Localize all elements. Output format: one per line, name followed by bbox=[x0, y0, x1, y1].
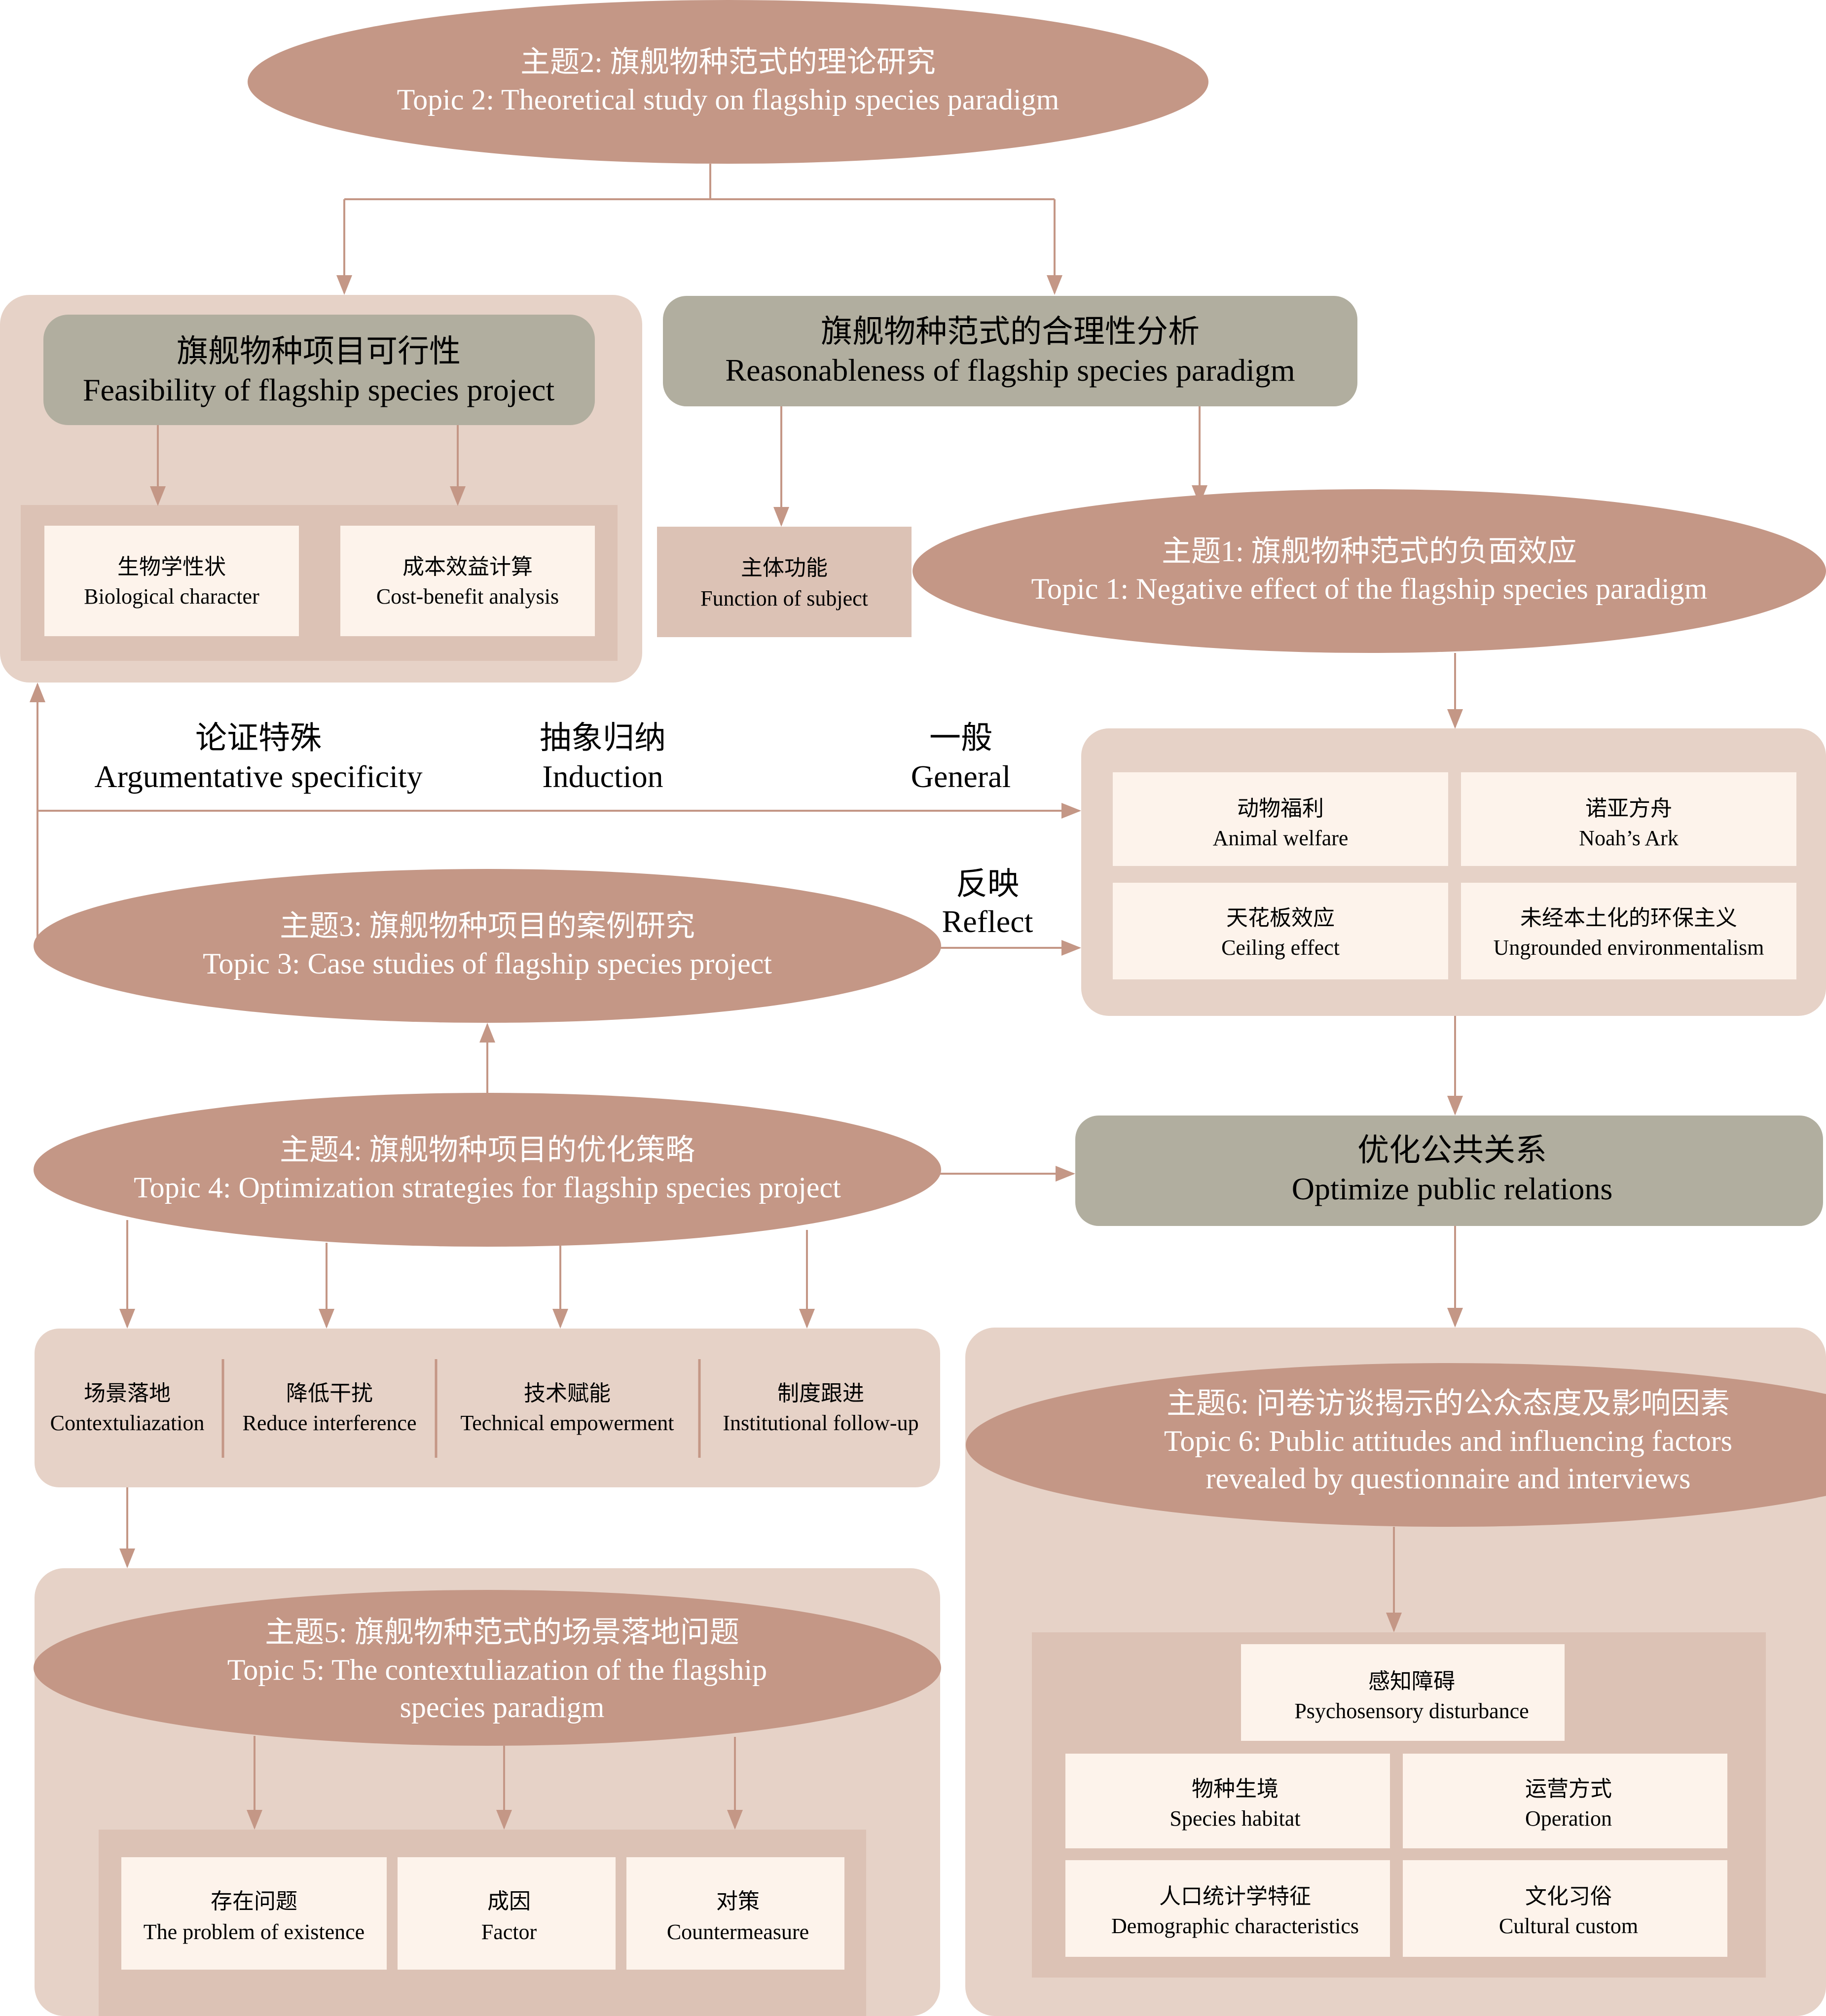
argumentative-en: Argumentative specificity bbox=[94, 759, 422, 794]
ungrounded-zh: 未经本土化的环保主义 bbox=[1520, 906, 1737, 930]
contextualization-en: Contextuliazation bbox=[50, 1411, 205, 1435]
psychosensory-zh: 感知障碍 bbox=[1368, 1669, 1455, 1693]
topic6-en-line2: revealed by questionnaire and interviews bbox=[1206, 1462, 1691, 1495]
cost-benefit-box bbox=[340, 526, 595, 636]
topic5-en-line2: species paradigm bbox=[400, 1691, 605, 1724]
biological-character-box bbox=[44, 526, 299, 636]
contextualization-zh: 场景落地 bbox=[84, 1381, 171, 1405]
species-habitat-box bbox=[1065, 1754, 1390, 1848]
animal-welfare-zh: 动物福利 bbox=[1237, 796, 1324, 821]
noahs-ark-zh: 诺亚方舟 bbox=[1585, 796, 1672, 821]
reasonableness-en: Reasonableness of flagship species parad… bbox=[725, 353, 1295, 388]
problem-existence-zh: 存在问题 bbox=[211, 1889, 297, 1913]
factor-zh: 成因 bbox=[487, 1889, 531, 1913]
function-subject-zh: 主体功能 bbox=[741, 556, 828, 580]
optimize-pr-en: Optimize public relations bbox=[1292, 1171, 1613, 1206]
topic1-ellipse bbox=[913, 489, 1826, 653]
topic3-ellipse bbox=[34, 869, 941, 1023]
ungrounded-en: Ungrounded environmentalism bbox=[1494, 936, 1764, 960]
ceiling-effect-box bbox=[1113, 883, 1448, 979]
biological-en: Biological character bbox=[84, 584, 259, 609]
technical-empowerment-en: Technical empowerment bbox=[460, 1411, 674, 1435]
reasonableness-box bbox=[663, 296, 1357, 406]
reduce-interference-en: Reduce interference bbox=[243, 1411, 417, 1435]
topic6-en-line1: Topic 6: Public attitudes and influencin… bbox=[1164, 1425, 1732, 1457]
optimize-pr-zh: 优化公共关系 bbox=[1357, 1133, 1547, 1168]
topic1-zh: 主题1: 旗舰物种范式的负面效应 bbox=[1162, 535, 1577, 568]
reasonableness-zh: 旗舰物种范式的合理性分析 bbox=[821, 314, 1200, 349]
psychosensory-en: Psychosensory disturbance bbox=[1294, 1699, 1529, 1723]
institutional-followup-zh: 制度跟进 bbox=[777, 1381, 864, 1405]
noahs-ark-box bbox=[1461, 772, 1796, 866]
animal-welfare-en: Animal welfare bbox=[1213, 826, 1349, 850]
induction-zh: 抽象归纳 bbox=[540, 720, 666, 756]
topic6-zh: 主题6: 问卷访谈揭示的公众态度及影响因素 bbox=[1167, 1387, 1730, 1420]
cost-benefit-en: Cost-benefit analysis bbox=[376, 584, 559, 609]
topic4-ellipse bbox=[34, 1093, 941, 1247]
feasibility-title-en: Feasibility of flagship species project bbox=[83, 372, 554, 407]
topic5-en-line1: Topic 5: The contextuliazation of the fl… bbox=[227, 1654, 767, 1686]
topic4-zh: 主题4: 旗舰物种项目的优化策略 bbox=[280, 1134, 695, 1166]
general-zh: 一般 bbox=[929, 720, 992, 756]
cultural-custom-zh: 文化习俗 bbox=[1525, 1884, 1612, 1908]
institutional-followup-en: Institutional follow-up bbox=[723, 1411, 918, 1435]
optimize-pr-box bbox=[1075, 1116, 1823, 1226]
topic6-ellipse bbox=[966, 1363, 1826, 1527]
noahs-ark-en: Noah’s Ark bbox=[1579, 826, 1679, 850]
demographic-zh: 人口统计学特征 bbox=[1159, 1884, 1311, 1908]
topic2-ellipse bbox=[248, 0, 1208, 164]
problem-existence-en: The problem of existence bbox=[144, 1920, 365, 1944]
topic5-ellipse bbox=[34, 1590, 941, 1746]
topic4-en: Topic 4: Optimization strategies for fla… bbox=[134, 1171, 841, 1204]
topic2-en: Topic 2: Theoretical study on flagship s… bbox=[397, 83, 1059, 116]
strategies-panel bbox=[35, 1329, 940, 1487]
feasibility-title-zh: 旗舰物种项目可行性 bbox=[177, 334, 461, 369]
countermeasure-zh: 对策 bbox=[716, 1889, 760, 1913]
operation-box bbox=[1403, 1754, 1727, 1848]
cultural-custom-box bbox=[1403, 1860, 1727, 1957]
reflect-zh: 反映 bbox=[956, 866, 1019, 901]
function-subject-box bbox=[657, 527, 912, 637]
biological-zh: 生物学性状 bbox=[117, 555, 226, 579]
ceiling-effect-zh: 天花板效应 bbox=[1226, 906, 1335, 930]
psychosensory-box bbox=[1241, 1644, 1565, 1741]
species-habitat-zh: 物种生境 bbox=[1192, 1777, 1278, 1801]
technical-empowerment-zh: 技术赋能 bbox=[524, 1381, 611, 1405]
argumentative-zh: 论证特殊 bbox=[195, 720, 322, 756]
induction-en: Induction bbox=[542, 759, 663, 794]
reflect-en: Reflect bbox=[942, 904, 1033, 939]
topic5-zh: 主题5: 旗舰物种范式的场景落地问题 bbox=[265, 1616, 739, 1649]
animal-welfare-box bbox=[1113, 772, 1448, 866]
countermeasure-en: Countermeasure bbox=[667, 1920, 809, 1944]
demographic-en: Demographic characteristics bbox=[1111, 1914, 1359, 1938]
topic3-zh: 主题3: 旗舰物种项目的案例研究 bbox=[280, 910, 695, 942]
connectors bbox=[30, 164, 1463, 1830]
species-habitat-en: Species habitat bbox=[1169, 1806, 1300, 1831]
topic3-en: Topic 3: Case studies of flagship specie… bbox=[203, 947, 772, 980]
operation-en: Operation bbox=[1525, 1806, 1612, 1831]
countermeasure-box bbox=[626, 1857, 844, 1970]
general-en: General bbox=[911, 759, 1011, 794]
cultural-custom-en: Cultural custom bbox=[1499, 1914, 1638, 1938]
ceiling-effect-en: Ceiling effect bbox=[1221, 936, 1340, 960]
topic2-zh: 主题2: 旗舰物种范式的理论研究 bbox=[520, 46, 936, 78]
reduce-interference-zh: 降低干扰 bbox=[286, 1381, 373, 1405]
operation-zh: 运营方式 bbox=[1525, 1777, 1612, 1801]
function-subject-en: Function of subject bbox=[700, 586, 868, 611]
factor-box bbox=[398, 1857, 616, 1970]
cost-benefit-zh: 成本效益计算 bbox=[402, 555, 533, 579]
ungrounded-box bbox=[1461, 883, 1796, 979]
factor-en: Factor bbox=[481, 1920, 537, 1944]
demographic-box bbox=[1065, 1860, 1390, 1957]
topic1-en: Topic 1: Negative effect of the flagship… bbox=[1031, 573, 1708, 605]
feasibility-title-box bbox=[43, 315, 595, 425]
problem-existence-box bbox=[121, 1857, 387, 1970]
